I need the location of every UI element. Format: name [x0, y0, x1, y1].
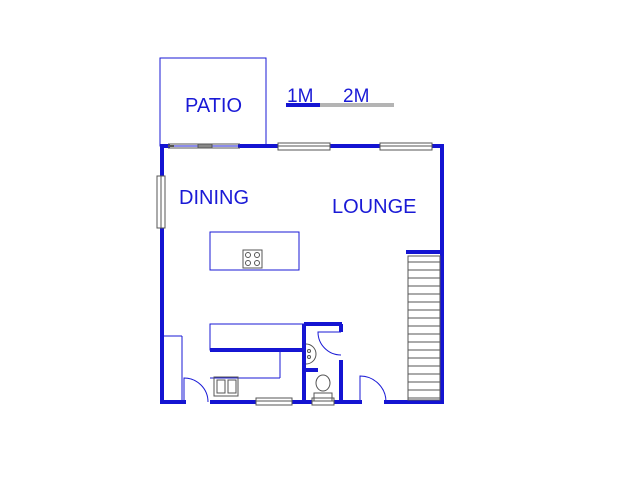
room-label-patio: PATIO [185, 95, 242, 117]
scale-bar: 1M 2M [286, 86, 394, 107]
scale-label-1m: 1M [287, 86, 313, 107]
room-label-dining: DINING [179, 187, 249, 209]
windows [156, 142, 433, 406]
bathroom-door-swing [317, 331, 342, 356]
basin-icon [305, 343, 317, 365]
sink-icon [213, 376, 239, 397]
hob-icon [242, 249, 263, 269]
interior-walls [210, 250, 442, 402]
staircase [407, 255, 441, 401]
kitchen-island [209, 231, 300, 271]
sliding-door-patio [168, 143, 240, 149]
front-door-swing [183, 377, 209, 403]
stair-treads [408, 261, 440, 399]
door-swings [183, 331, 387, 403]
room-label-lounge: LOUNGE [332, 196, 416, 218]
rear-door-swing [359, 375, 387, 403]
scale-label-2m: 2M [343, 86, 369, 107]
patio-outline [159, 57, 267, 147]
toilet-icon [313, 374, 333, 402]
kitchen-counters [164, 323, 305, 402]
